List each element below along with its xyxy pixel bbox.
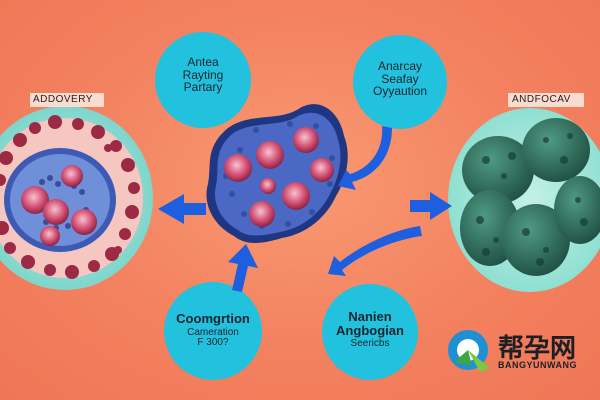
bubble-bottom-left-text: Coomgrtion Cameration F 300? xyxy=(168,312,258,349)
right-label-box xyxy=(508,93,584,107)
bubble-bottom-right-line1: Nanien xyxy=(348,309,392,324)
bubble-bottom-left-line3: F 300? xyxy=(197,337,229,349)
watermark-en: BANGYUNWANG xyxy=(498,360,577,370)
arrow-left xyxy=(158,194,206,224)
bubble-bottom-right xyxy=(322,284,418,380)
arrow-top-right xyxy=(338,126,392,190)
bubble-top-left-line3: Partary xyxy=(183,80,223,95)
left-tissue-cell xyxy=(0,106,153,290)
bubble-bottom-right-text: Nanien Angbogian Seericbs xyxy=(324,310,416,350)
bubble-top-right xyxy=(353,35,447,129)
bubble-top-right-line1: Anarcay xyxy=(377,59,423,73)
bubble-bottom-left-line1: Coomgrtion xyxy=(176,311,250,326)
bubble-bottom-right-line2: Angbogian xyxy=(336,322,404,338)
bubble-top-left xyxy=(155,32,251,128)
arrow-bottom-left xyxy=(228,244,258,292)
bubble-bottom-left-line2: Cameration xyxy=(187,326,239,338)
bubble-top-right-line3: Oyyaution xyxy=(372,84,428,99)
bubble-top-left-line2: Rayting xyxy=(182,67,224,82)
right-label: ANDFOCAV xyxy=(512,94,571,105)
central-cell-mass xyxy=(206,104,348,243)
left-label: ADDOVERY xyxy=(33,94,93,105)
right-cell-cluster xyxy=(448,108,600,292)
arrow-right xyxy=(410,192,452,220)
bubble-top-right-text: Anarcay Seafay Oyyaution xyxy=(358,60,442,98)
bubble-top-right-line2: Seafay xyxy=(381,71,419,86)
bubble-bottom-right-line3: Seericbs xyxy=(350,338,390,350)
watermark-cn: 帮孕网 xyxy=(498,334,577,364)
bubble-top-left-line1: Antea xyxy=(187,55,219,69)
left-label-box xyxy=(30,93,104,107)
arrow-bottom-right xyxy=(328,226,422,276)
bubble-top-left-text: Antea Rayting Partary xyxy=(163,56,243,94)
watermark: 帮孕网 BANGYUNWANG xyxy=(448,328,588,372)
watermark-logo-icon xyxy=(448,330,490,372)
bubble-bottom-left xyxy=(164,282,262,380)
